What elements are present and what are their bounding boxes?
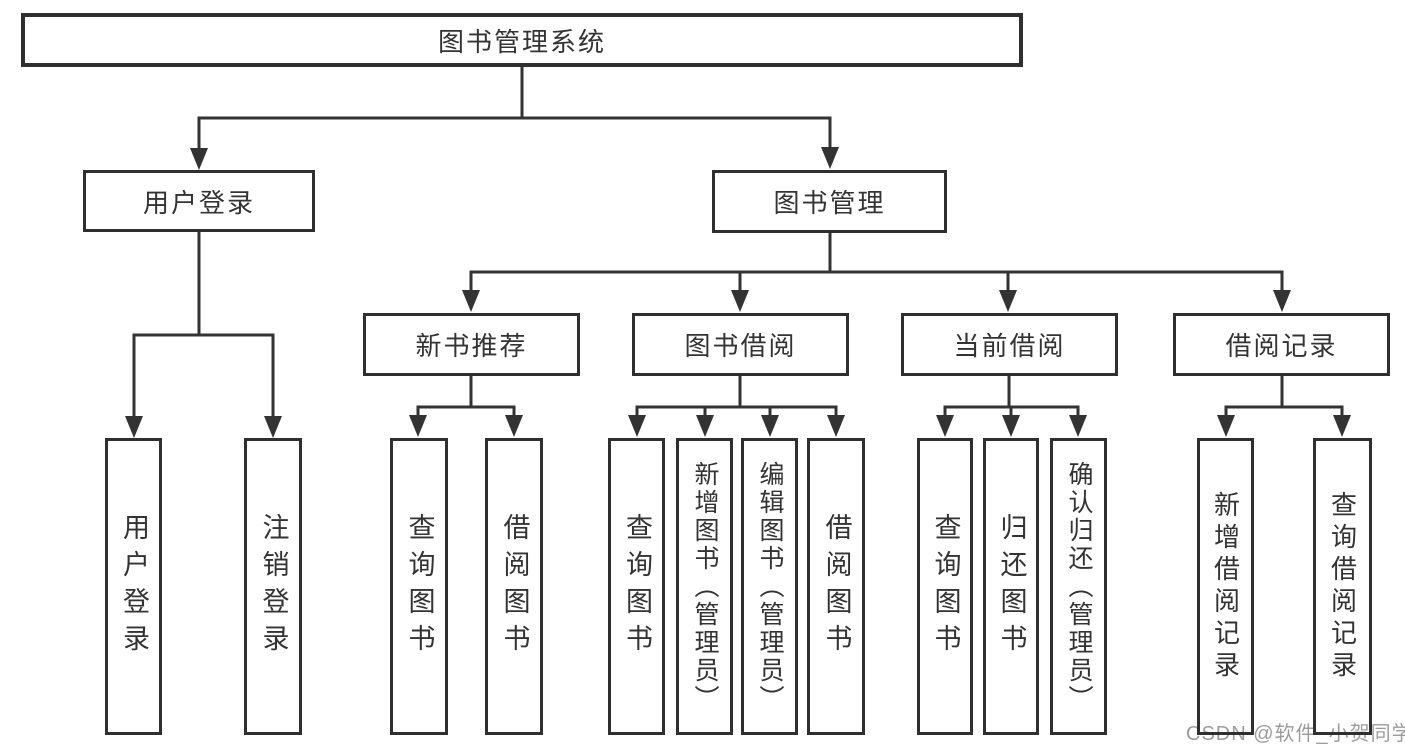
arrow-down-icon — [264, 416, 282, 438]
node-current-borrow-label: 当前借阅 — [953, 331, 1066, 361]
arrow-down-icon — [999, 290, 1017, 312]
leaf-borrow-books-1: 借阅图书 — [485, 438, 543, 735]
arrow-down-icon — [731, 290, 749, 312]
arrow-down-icon — [1217, 415, 1235, 437]
arrow-down-icon — [1273, 290, 1291, 312]
leaf-logout: 注销登录 — [244, 438, 302, 735]
node-new-book-recommend-label: 新书推荐 — [415, 331, 528, 361]
leaf-borrow-books-2: 借阅图书 — [807, 438, 865, 735]
leaf-query-borrow-record: 查询借阅记录 — [1313, 438, 1372, 735]
node-book-management: 图书管理 — [712, 170, 947, 233]
leaf-query-books-2: 查询图书 — [608, 438, 665, 735]
arrow-down-icon — [505, 415, 523, 437]
node-user-login: 用户登录 — [83, 170, 315, 232]
arrow-down-icon — [827, 415, 845, 437]
arrow-down-icon — [462, 290, 480, 312]
node-book-borrow-label: 图书借阅 — [684, 331, 797, 361]
node-borrow-records: 借阅记录 — [1173, 313, 1390, 376]
arrow-down-icon — [761, 415, 779, 437]
arrow-down-icon — [409, 415, 427, 437]
watermark: CSDN @软件_小贺同学 — [1186, 723, 1405, 745]
leaf-confirm-return-admin: 确认归还（管理员） — [1050, 438, 1107, 735]
arrow-down-icon — [1069, 415, 1087, 437]
leaf-query-books-1: 查询图书 — [390, 438, 448, 735]
leaf-query-books-3: 查询图书 — [917, 438, 973, 735]
arrow-down-icon — [936, 415, 954, 437]
arrow-down-icon — [628, 415, 646, 437]
leaf-add-books-admin: 新增图书（管理员） — [676, 438, 733, 735]
leaf-return-books: 归还图书 — [983, 438, 1039, 735]
node-current-borrow: 当前借阅 — [901, 313, 1118, 376]
arrow-down-icons — [125, 147, 1351, 438]
arrow-down-icon — [1002, 415, 1020, 437]
node-book-management-label: 图书管理 — [773, 188, 886, 218]
arrow-down-icon — [125, 416, 143, 438]
arrow-down-icon — [821, 147, 839, 169]
arrow-down-icon — [190, 148, 208, 170]
leaf-user-login: 用户登录 — [105, 438, 162, 735]
node-user-login-label: 用户登录 — [142, 187, 255, 218]
node-borrow-records-label: 借阅记录 — [1225, 331, 1338, 361]
node-root: 图书管理系统 — [21, 13, 1023, 67]
arrow-down-icon — [1333, 415, 1351, 437]
node-new-book-recommend: 新书推荐 — [363, 313, 580, 376]
leaf-edit-books-admin: 编辑图书（管理员） — [741, 438, 798, 735]
node-root-label: 图书管理系统 — [437, 26, 606, 57]
arrow-down-icon — [696, 415, 714, 437]
leaf-add-borrow-record: 新增借阅记录 — [1197, 438, 1254, 735]
node-book-borrow: 图书借阅 — [632, 313, 849, 376]
